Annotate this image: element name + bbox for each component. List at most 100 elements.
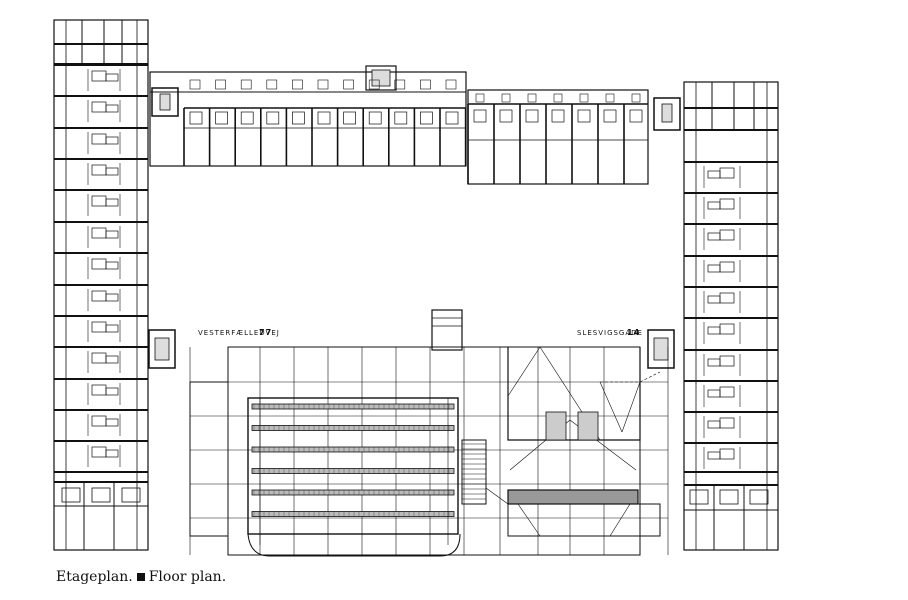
bathroom: [368, 111, 382, 125]
kitchenette: [105, 449, 119, 458]
bathroom: [266, 111, 280, 125]
skylight-unit: [577, 411, 599, 441]
stair-core-west: [148, 329, 176, 369]
hall-curved-end: [247, 533, 461, 557]
bathroom: [551, 109, 565, 123]
stair-core-ne: [653, 97, 681, 131]
bathroom: [719, 489, 739, 505]
room-fixture: [475, 93, 485, 103]
kitchenette: [105, 230, 119, 239]
kitchenette: [707, 326, 721, 335]
roof-diagonal: [621, 381, 641, 433]
roof-diagonal: [507, 346, 541, 397]
terrace-diagonal: [609, 503, 631, 537]
kitchenette: [105, 293, 119, 302]
kitchenette: [105, 261, 119, 270]
street-number-east: 14: [627, 328, 641, 337]
room-fixture: [266, 79, 278, 90]
kitchenette: [707, 451, 721, 460]
entrance-core: [431, 309, 463, 351]
north-wing-east: [467, 89, 649, 185]
east-hall-wall: [507, 347, 641, 441]
kitchenette: [707, 420, 721, 429]
terrace-outline: [507, 503, 661, 537]
room-fixture: [368, 79, 380, 90]
bathroom: [719, 261, 735, 273]
seating-row: [251, 511, 455, 517]
seating-block: [247, 397, 459, 535]
central-hall: [189, 346, 669, 557]
stair-run: [159, 93, 171, 111]
bathroom: [91, 487, 111, 503]
figure-caption: Etageplan. Floor plan.: [56, 569, 226, 585]
bathroom: [91, 195, 107, 207]
caption-danish: Etageplan.: [56, 569, 133, 585]
seating-row: [251, 403, 455, 410]
room-fixture: [292, 79, 303, 90]
north-wing-west-outline: [149, 71, 467, 167]
seating-row: [251, 425, 455, 431]
kitchenette: [707, 232, 721, 241]
bathroom: [91, 415, 107, 427]
seating-row: [251, 446, 455, 453]
stair-run: [371, 69, 391, 87]
room-fixture: [343, 79, 354, 90]
bathroom: [719, 292, 735, 304]
bathroom: [719, 448, 735, 460]
bathroom: [91, 133, 107, 145]
kitchenette: [105, 167, 119, 176]
kitchenette: [105, 104, 119, 113]
room-fixture: [579, 93, 589, 103]
stair-run: [661, 103, 673, 123]
north-wing-west: [149, 65, 467, 167]
room-fixture: [215, 79, 226, 90]
caption-english: Floor plan.: [148, 569, 227, 585]
seating-row: [251, 489, 455, 496]
bathroom: [215, 111, 228, 125]
kitchenette: [105, 324, 119, 333]
bathroom: [445, 111, 459, 125]
kitchenette: [105, 355, 119, 364]
room-fixture: [445, 79, 457, 90]
street-label-slesvigsgade: SLESVIGSGADE: [577, 329, 643, 337]
bathroom: [499, 109, 513, 123]
room-fixture: [394, 79, 406, 90]
terrace-steps: [507, 489, 639, 505]
bathroom: [749, 489, 769, 505]
terrace-line: [485, 487, 509, 505]
west-wing: [53, 19, 149, 551]
kitchenette: [707, 201, 721, 210]
bathroom: [91, 101, 107, 113]
kitchenette: [105, 73, 119, 82]
bathroom: [719, 167, 735, 179]
room-fixture: [527, 93, 537, 103]
bathroom: [719, 355, 735, 367]
stair-core-east: [647, 329, 675, 369]
kitchenette: [707, 389, 721, 398]
bathroom: [91, 352, 107, 364]
bathroom: [91, 227, 107, 239]
bathroom: [420, 111, 433, 125]
room-fixture: [501, 93, 511, 103]
room-fixture: [631, 93, 641, 103]
room-fixture: [317, 79, 329, 90]
bathroom: [719, 198, 735, 210]
hall-west-annex: [189, 381, 229, 537]
bathroom: [719, 229, 735, 241]
room-fixture: [240, 79, 252, 90]
skylight-dashed: [600, 371, 661, 383]
bathroom: [121, 487, 141, 503]
street-label-vesterfaelledvej: VESTERFÆLLEDVEJ: [198, 329, 280, 337]
bathroom: [629, 109, 643, 123]
kitchenette: [105, 198, 119, 207]
kitchenette: [105, 136, 119, 145]
bathroom: [91, 164, 107, 176]
bathroom: [719, 323, 735, 335]
skylight-unit: [545, 411, 567, 441]
bathroom: [719, 386, 735, 398]
room-fixture: [420, 79, 431, 90]
bathroom: [317, 111, 331, 125]
bathroom: [343, 111, 356, 125]
room-fixture: [553, 93, 563, 103]
